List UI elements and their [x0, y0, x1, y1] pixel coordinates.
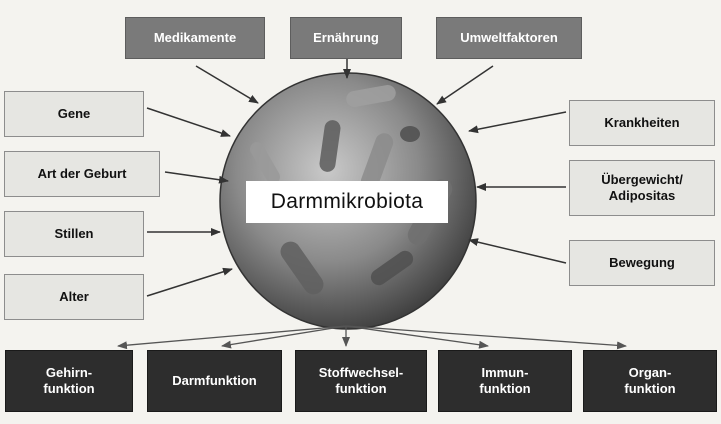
arrow-to-organfunktion — [346, 326, 626, 346]
factor-umweltfaktoren: Umweltfaktoren — [436, 17, 582, 59]
outgoing-arrows — [118, 326, 626, 346]
outcome-darmfunktion: Darmfunktion — [147, 350, 282, 412]
factor-stillen: Stillen — [4, 211, 144, 257]
factor-gene: Gene — [4, 91, 144, 137]
factor-bewegung: Bewegung — [569, 240, 715, 286]
arrow-bewegung — [469, 240, 566, 263]
arrow-umweltfaktoren — [437, 66, 493, 104]
arrow-gene — [147, 108, 230, 136]
factor-uebergewicht-adipositas: Übergewicht/ Adipositas — [569, 160, 715, 216]
center-label: Darmmikrobiota — [246, 181, 448, 223]
factor-art-der-geburt: Art der Geburt — [4, 151, 160, 197]
arrow-medikamente — [196, 66, 258, 103]
outcome-immunfunktion: Immun- funktion — [438, 350, 572, 412]
arrow-krankheiten — [469, 112, 566, 131]
arrow-to-gehirnfunktion — [118, 326, 346, 346]
arrow-to-darmfunktion — [222, 326, 346, 346]
factor-ernaehrung: Ernährung — [290, 17, 402, 59]
arrow-alter — [147, 269, 232, 296]
arrow-art-der-geburt — [165, 172, 228, 181]
factor-medikamente: Medikamente — [125, 17, 265, 59]
outcome-organfunktion: Organ- funktion — [583, 350, 717, 412]
factor-alter: Alter — [4, 274, 144, 320]
outcome-stoffwechselfunktion: Stoffwechsel- funktion — [295, 350, 427, 412]
factor-krankheiten: Krankheiten — [569, 100, 715, 146]
outcome-gehirnfunktion: Gehirn- funktion — [5, 350, 133, 412]
arrow-to-immunfunktion — [346, 326, 488, 346]
